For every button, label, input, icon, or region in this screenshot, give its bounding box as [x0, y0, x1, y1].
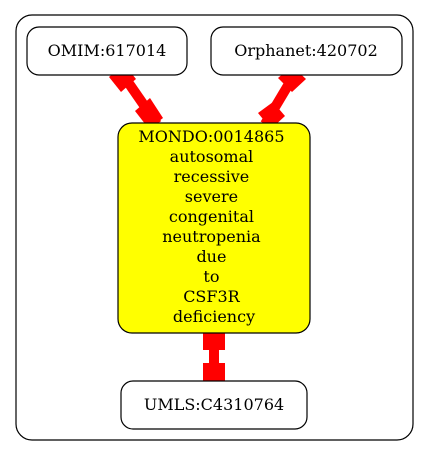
node-mondo-box — [117, 122, 311, 334]
mondo-label-line: to — [203, 267, 219, 286]
node-omim-label: OMIM:617014 — [48, 41, 167, 60]
mondo-label-line: CSF3R — [183, 287, 240, 306]
edge-arrow-head — [203, 363, 225, 386]
node-omim[interactable]: OMIM:617014 — [26, 26, 188, 76]
mondo-label-line: due — [196, 247, 226, 266]
edge-arrow-head — [135, 98, 163, 129]
mondo-label-line: severe — [185, 187, 238, 206]
mondo-label-line: deficiency — [173, 307, 255, 326]
mondo-label-line: autosomal — [170, 147, 254, 166]
node-umls-label: UMLS:C4310764 — [144, 395, 284, 414]
node-orphanet-label: Orphanet:420702 — [234, 41, 378, 60]
node-orphanet[interactable]: Orphanet:420702 — [210, 26, 403, 76]
mondo-label-line: congenital — [169, 207, 254, 226]
edge-arrow-head — [258, 102, 285, 129]
node-mondo-label: MONDO:0014865 autosomal recessive severe… — [138, 127, 289, 326]
node-mondo[interactable]: MONDO:0014865 autosomal recessive severe… — [117, 122, 311, 334]
mondo-label-line: recessive — [174, 167, 250, 186]
node-umls[interactable]: UMLS:C4310764 — [120, 380, 308, 430]
mondo-label-line: neutropenia — [162, 227, 261, 246]
mondo-label-line: MONDO:0014865 — [138, 127, 284, 146]
